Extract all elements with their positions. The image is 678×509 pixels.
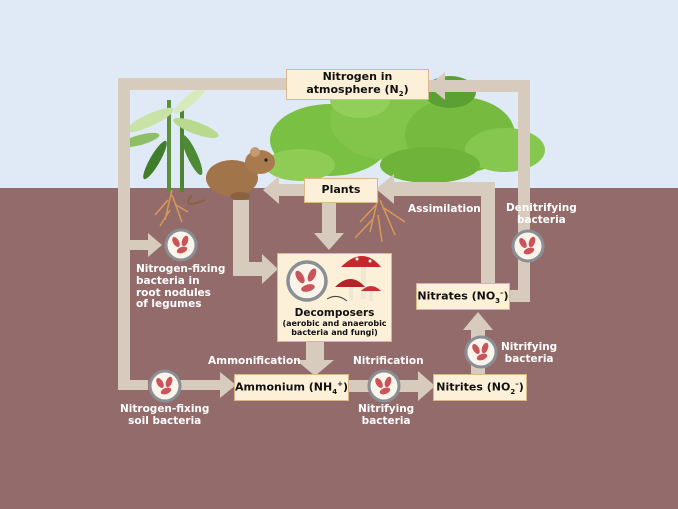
ammonification-label: Ammonification: [208, 355, 301, 367]
bamboo-plant-icon: [120, 86, 219, 192]
mushroom-icon: [326, 256, 381, 302]
bacteria-icon: [286, 260, 328, 302]
plants-label: Plants: [321, 183, 361, 197]
mouse-icon: [187, 147, 275, 205]
nodule-bacteria-label: Nitrogen-fixing bacteria in root nodules…: [136, 263, 226, 311]
nitrification-label: Nitrification: [353, 355, 424, 367]
decomposers-title: Decomposers: [294, 306, 375, 319]
bacteria-icon: [148, 369, 182, 403]
nitrates-label: Nitrates (NO3–): [417, 288, 509, 305]
soil: [0, 188, 678, 509]
decomposer-icons: [286, 256, 381, 302]
plants-box: Plants: [304, 178, 378, 203]
bacteria-icon: [367, 369, 401, 403]
nitrites-box: Nitrites (NO2–): [433, 374, 527, 401]
ammonium-box: Ammonium (NH4+): [234, 374, 349, 401]
bacteria-icon: [464, 335, 498, 369]
denitrifying-bacteria-label: Denitrifying bacteria: [506, 202, 577, 226]
nitrifying-bacteria-label-a: Nitrifying bacteria: [358, 403, 415, 427]
soil-fixing-bacteria-label: Nitrogen-fixing soil bacteria: [120, 403, 210, 427]
nitrifying-bacteria-label-b: Nitrifying bacteria: [501, 341, 558, 365]
assimilation-label: Assimilation: [408, 203, 481, 215]
decomposers-note-1: (aerobic and anaerobic: [282, 318, 387, 328]
bacteria-icon: [164, 228, 198, 262]
nitrates-box: Nitrates (NO3–): [416, 283, 510, 310]
atmosphere-line-2: atmosphere (N2): [306, 82, 409, 98]
bacteria-icon: [511, 229, 545, 263]
atmosphere-box: Nitrogen in atmosphere (N2): [286, 69, 429, 100]
ammonium-label: Ammonium (NH4+): [235, 379, 348, 396]
nitrites-label: Nitrites (NO2–): [436, 379, 524, 396]
root-icon: [154, 189, 406, 243]
atmosphere-line-1: Nitrogen in: [322, 70, 393, 84]
decomposers-note-2: bacteria and fungi): [291, 327, 378, 337]
